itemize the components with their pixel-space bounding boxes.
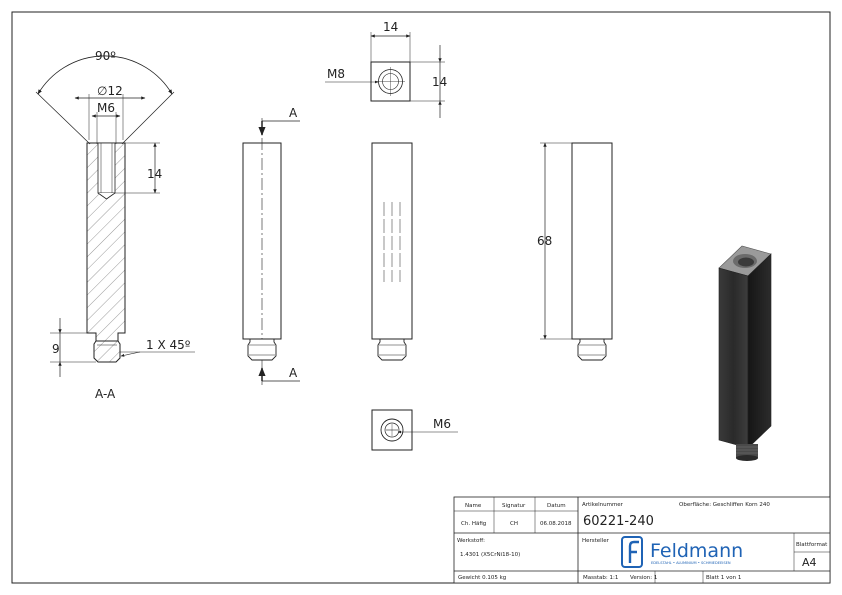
section-pin bbox=[93, 340, 121, 363]
tb-format-value: A4 bbox=[802, 556, 817, 569]
feldmann-logo: Feldmann EDELSTAHL • ALUMINIUM • SCHMIED… bbox=[621, 536, 743, 568]
dim-chamfer: 1 X 45º bbox=[146, 338, 191, 352]
angle-arc bbox=[37, 55, 173, 95]
bottom-view: M6 bbox=[371, 409, 458, 451]
title-block: Name Signatur Datum Ch. Häfig CH 06.08.2… bbox=[453, 496, 831, 584]
dim-diameter: ∅12 bbox=[97, 84, 123, 98]
tb-col-signature: Signatur bbox=[502, 503, 526, 509]
side-view bbox=[371, 142, 413, 361]
dim-top-height: 14 bbox=[432, 75, 447, 89]
tb-weight: Gewicht 0.105 kg bbox=[458, 575, 506, 581]
tb-article-number: 60221-240 bbox=[583, 514, 654, 529]
tb-article-label: Artikelnummer bbox=[582, 502, 624, 508]
tb-material-label: Werkstoff: bbox=[457, 538, 485, 544]
front-view: A A bbox=[242, 106, 300, 385]
dim-depth: 14 bbox=[147, 167, 162, 181]
tb-signature-value: CH bbox=[510, 521, 518, 527]
tb-col-date: Datum bbox=[547, 503, 566, 509]
tb-date-value: 06.08.2018 bbox=[540, 521, 572, 527]
dim-angle: 90º bbox=[95, 49, 116, 63]
dim-bottom-thread: M6 bbox=[433, 417, 451, 431]
section-label: A-A bbox=[95, 387, 116, 401]
dim-top-thread: M8 bbox=[327, 67, 345, 81]
cut-letter-bottom: A bbox=[289, 366, 298, 380]
tb-scale: Masstab: 1:1 bbox=[583, 575, 618, 581]
dim-top-width: 14 bbox=[383, 20, 398, 34]
top-view: 14 14 M8 bbox=[325, 20, 447, 118]
dim-thread-top: M6 bbox=[97, 101, 115, 115]
tb-name-value: Ch. Häfig bbox=[461, 521, 486, 527]
tb-manufacturer-label: Hersteller bbox=[582, 538, 610, 544]
section-view-a-a: 90º ∅12 M6 14 9 1 X bbox=[35, 49, 195, 401]
tb-surface: Oberfläche: Geschliffen Korn 240 bbox=[679, 502, 770, 508]
tb-format-label: Blattformat bbox=[796, 542, 828, 548]
tb-material-value: 1.4301 (X5CrNi18-10) bbox=[460, 552, 520, 558]
tb-version: Version: 1 bbox=[630, 575, 657, 581]
cut-letter-top: A bbox=[289, 106, 298, 120]
tb-col-name: Name bbox=[465, 503, 482, 509]
logo-tagline: EDELSTAHL • ALUMINIUM • SCHMIEDEEISEN bbox=[651, 561, 731, 565]
tb-sheet: Blatt 1 von 1 bbox=[706, 575, 741, 581]
sheet-border bbox=[11, 11, 831, 584]
iso-render bbox=[718, 245, 772, 461]
logo-name: Feldmann bbox=[650, 540, 743, 562]
tapped-hole bbox=[97, 142, 116, 194]
dim-end-length: 9 bbox=[52, 342, 60, 356]
dim-length: 68 bbox=[537, 234, 552, 248]
right-view: 68 bbox=[537, 142, 613, 361]
